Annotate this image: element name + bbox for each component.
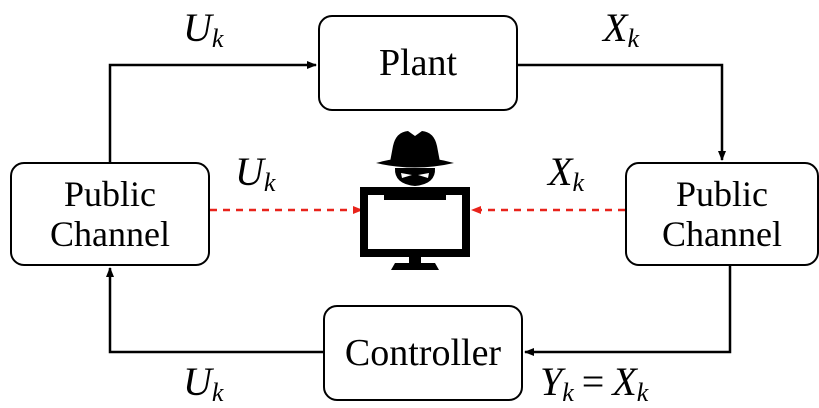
- label-measurement-equation: Yk=Xk: [540, 359, 649, 407]
- left-public-channel-box: Public Channel: [10, 162, 210, 266]
- right-public-channel-box: Public Channel: [625, 162, 819, 266]
- label-control-input-top: Uk: [183, 5, 224, 53]
- label-control-input-bottom: Uk: [183, 359, 224, 407]
- label-eavesdropped-state: Xk: [548, 149, 584, 197]
- arrow-plant-to-right-channel: [518, 63, 726, 161]
- plant-box: Plant: [318, 15, 518, 111]
- arrow-left-channel-to-plant: [108, 61, 317, 162]
- right-channel-label-line1: Public: [675, 173, 768, 214]
- plant-label: Plant: [378, 41, 458, 84]
- arrow-controller-to-left-channel: [106, 267, 323, 354]
- right-channel-label-line2: Channel: [662, 214, 782, 254]
- hacker-monitor-icon: [360, 131, 470, 270]
- controller-label: Controller: [344, 331, 502, 374]
- left-channel-label-line1: Public: [63, 173, 156, 214]
- label-eavesdropped-input: Uk: [235, 149, 276, 197]
- left-channel-label-line2: Channel: [50, 214, 170, 254]
- controller-box: Controller: [323, 305, 523, 401]
- label-plant-state-top: Xk: [603, 5, 639, 53]
- arrow-right-channel-to-controller: [524, 266, 732, 356]
